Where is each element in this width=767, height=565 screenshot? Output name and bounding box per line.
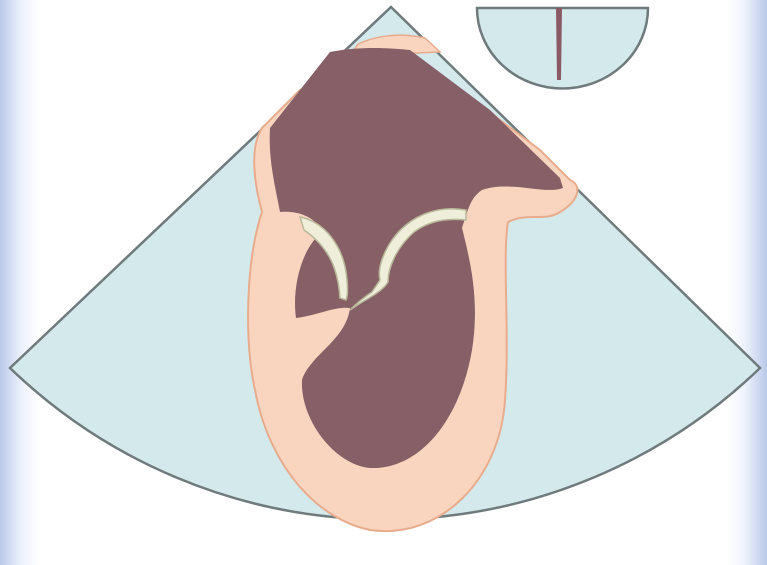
reference-inset-scan-line — [556, 8, 562, 80]
reference-inset-sector — [477, 8, 648, 88]
